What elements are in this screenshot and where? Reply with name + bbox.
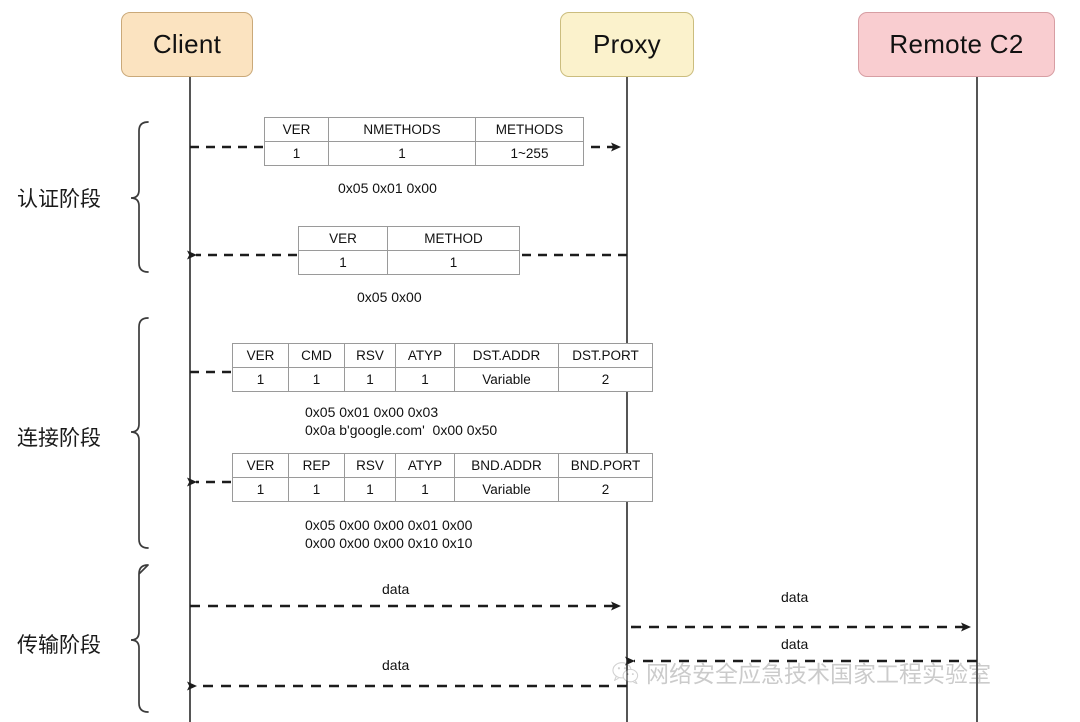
table-row: VER METHOD xyxy=(298,226,520,251)
actor-client-label: Client xyxy=(152,29,222,59)
field-value: 1 xyxy=(232,477,289,502)
field-value: 1 xyxy=(344,367,396,392)
actor-remote-c2[interactable]: Remote C2 xyxy=(858,12,1055,77)
table-row: VER REP RSV ATYP BND.ADDR BND.PORT xyxy=(232,453,653,478)
phase-label-transfer: 传输阶段 xyxy=(17,633,101,657)
auth-request-table: VER NMETHODS METHODS 1 1 1~255 xyxy=(264,117,584,166)
phase-label-auth: 认证阶段 xyxy=(17,187,101,211)
field-value: 1 xyxy=(395,477,455,502)
field-value: Variable xyxy=(454,367,559,392)
table-row: VER NMETHODS METHODS xyxy=(264,117,584,142)
field-header: VER xyxy=(232,453,289,478)
caption-data-proxy-to-client: data xyxy=(382,657,410,673)
connect-request-hex-line2: 0x0a b'google.com' 0x00 0x50 xyxy=(305,422,498,438)
caption-data-client-to-proxy: data xyxy=(382,581,410,597)
connect-request-hex-line1: 0x05 0x01 0x00 0x03 xyxy=(305,404,439,420)
field-value: 1 xyxy=(288,477,345,502)
field-value: 2 xyxy=(558,477,653,502)
field-value: 1~255 xyxy=(475,141,584,166)
watermark-text: 网络安全应急技术国家工程实验室 xyxy=(646,662,991,688)
transfer-arrows xyxy=(187,601,977,691)
field-value: 1 xyxy=(288,367,345,392)
field-value: 1 xyxy=(344,477,396,502)
field-value: 2 xyxy=(558,367,653,392)
actor-remote-c2-label: Remote C2 xyxy=(889,29,1024,59)
field-header: VER xyxy=(264,117,329,142)
auth-response-hex: 0x05 0x00 xyxy=(357,289,422,305)
field-value: 1 xyxy=(232,367,289,392)
field-header: BND.PORT xyxy=(558,453,653,478)
auth-response-table: VER METHOD 1 1 xyxy=(298,226,520,275)
connect-response-hex-line1: 0x05 0x00 0x00 0x01 0x00 xyxy=(305,517,473,533)
table-row: 1 1 1 1 Variable 2 xyxy=(232,367,653,392)
connect-response-table: VER REP RSV ATYP BND.ADDR BND.PORT 1 1 1… xyxy=(232,453,653,502)
field-header: REP xyxy=(288,453,345,478)
field-header: BND.ADDR xyxy=(454,453,559,478)
field-value: 1 xyxy=(387,250,520,275)
caption-data-remote-to-proxy: data xyxy=(781,636,809,652)
field-header: METHOD xyxy=(387,226,520,251)
phase-label-connect: 连接阶段 xyxy=(17,426,101,450)
connect-response-hex-line2: 0x00 0x00 0x00 0x10 0x10 xyxy=(305,535,473,551)
phase-braces xyxy=(130,121,149,713)
caption-data-proxy-to-remote: data xyxy=(781,589,809,605)
auth-request-hex: 0x05 0x01 0x00 xyxy=(338,180,437,196)
field-header: METHODS xyxy=(475,117,584,142)
field-header: ATYP xyxy=(395,343,455,368)
field-value: 1 xyxy=(328,141,476,166)
field-header: NMETHODS xyxy=(328,117,476,142)
actor-client[interactable]: Client xyxy=(121,12,253,77)
actor-proxy[interactable]: Proxy xyxy=(560,12,694,77)
lifelines xyxy=(189,77,978,722)
field-header: VER xyxy=(298,226,388,251)
actor-proxy-label: Proxy xyxy=(593,29,661,59)
field-header: RSV xyxy=(344,343,396,368)
field-value: Variable xyxy=(454,477,559,502)
field-header: RSV xyxy=(344,453,396,478)
table-row: VER CMD RSV ATYP DST.ADDR DST.PORT xyxy=(232,343,653,368)
wechat-icon xyxy=(612,661,639,684)
field-value: 1 xyxy=(298,250,388,275)
field-value: 1 xyxy=(264,141,329,166)
connect-request-table: VER CMD RSV ATYP DST.ADDR DST.PORT 1 1 1… xyxy=(232,343,653,392)
field-header: ATYP xyxy=(395,453,455,478)
field-header: DST.ADDR xyxy=(454,343,559,368)
table-row: 1 1 1~255 xyxy=(264,141,584,166)
table-row: 1 1 xyxy=(298,250,520,275)
field-value: 1 xyxy=(395,367,455,392)
field-header: VER xyxy=(232,343,289,368)
table-row: 1 1 1 1 Variable 2 xyxy=(232,477,653,502)
field-header: CMD xyxy=(288,343,345,368)
field-header: DST.PORT xyxy=(558,343,653,368)
watermark: 网络安全应急技术国家工程实验室 xyxy=(612,655,991,689)
